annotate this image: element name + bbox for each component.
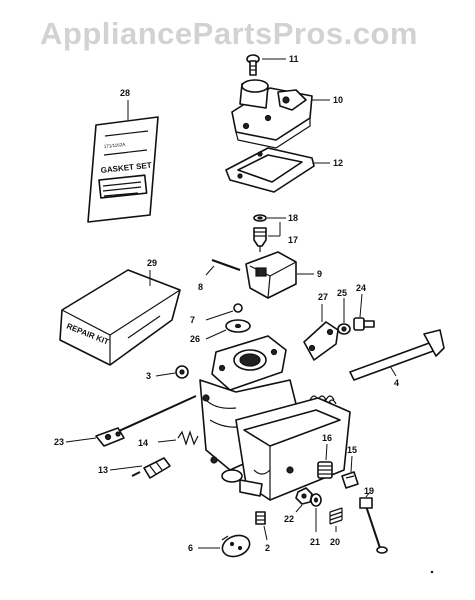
callout-22: 22 [284, 514, 294, 524]
callout-7: 27 [318, 292, 328, 302]
callout-14: 14 [138, 438, 148, 448]
part-28-gasket-set-card: 171/1162A GASKET SET [87, 116, 159, 223]
part-7-cover-plate [303, 321, 339, 361]
callout-27: 24 [356, 283, 366, 293]
part-6-bowl-gasket [221, 534, 251, 558]
callout-29: 29 [147, 258, 157, 268]
part-8-float [245, 251, 297, 299]
callout-8: 9 [317, 269, 322, 279]
callout-17: 17 [288, 235, 298, 245]
callout-16: 16 [322, 433, 332, 443]
callout-13: 13 [98, 465, 108, 475]
callout-15: 15 [347, 445, 357, 455]
callout-12: 12 [333, 158, 343, 168]
callout-9: 8 [198, 282, 203, 292]
part-25-check-ball [233, 303, 243, 313]
callout-20: 20 [330, 537, 340, 547]
callout-4: 4 [394, 378, 399, 388]
part-19-main-jet-needle [359, 497, 388, 554]
callout-24: 26 [190, 334, 200, 344]
print-dot [430, 570, 434, 574]
part-23-idle-screw [95, 395, 197, 447]
part-17-needle-seat [253, 227, 267, 252]
callout-26: 25 [337, 288, 347, 298]
callout-28: 28 [120, 88, 130, 98]
callout-19: 19 [364, 486, 374, 496]
part-26-washer [337, 323, 351, 335]
callout-18: 18 [288, 213, 298, 223]
part-4-throttle-shaft [349, 329, 445, 381]
callout-11: 11 [289, 54, 299, 64]
callout-10: 10 [333, 95, 343, 105]
part-11-screw [246, 54, 260, 76]
part-3-welch-plug [175, 365, 189, 379]
part-2-jet [255, 511, 266, 525]
callout-3: 3 [146, 371, 151, 381]
part-13-adjust-screw [131, 457, 171, 479]
callout-2: 2 [265, 543, 270, 553]
part-12-gasket [225, 147, 315, 193]
part-16-spring [317, 461, 333, 479]
part-18-washer [253, 214, 267, 222]
callout-25: 7 [190, 315, 195, 325]
watermark-text: AppliancePartsPros.com [40, 16, 418, 51]
part-22-nut [295, 487, 313, 505]
gasket-card-part-number: 171/1162A [104, 142, 126, 149]
part-14-spring [177, 430, 199, 446]
part-9-float-pin [211, 258, 241, 272]
callout-6: 6 [188, 543, 193, 553]
part-27-screw [353, 317, 375, 331]
callout-23: 23 [54, 437, 64, 447]
part-29-repair-kit-box: REPAIR KIT [59, 269, 181, 366]
callout-21: 21 [310, 537, 320, 547]
part-20-spring [329, 507, 343, 525]
part-15-screw [341, 471, 359, 489]
part-21-washer [310, 493, 322, 507]
part-24-disc [225, 319, 251, 333]
part-10-top-body [231, 79, 313, 149]
